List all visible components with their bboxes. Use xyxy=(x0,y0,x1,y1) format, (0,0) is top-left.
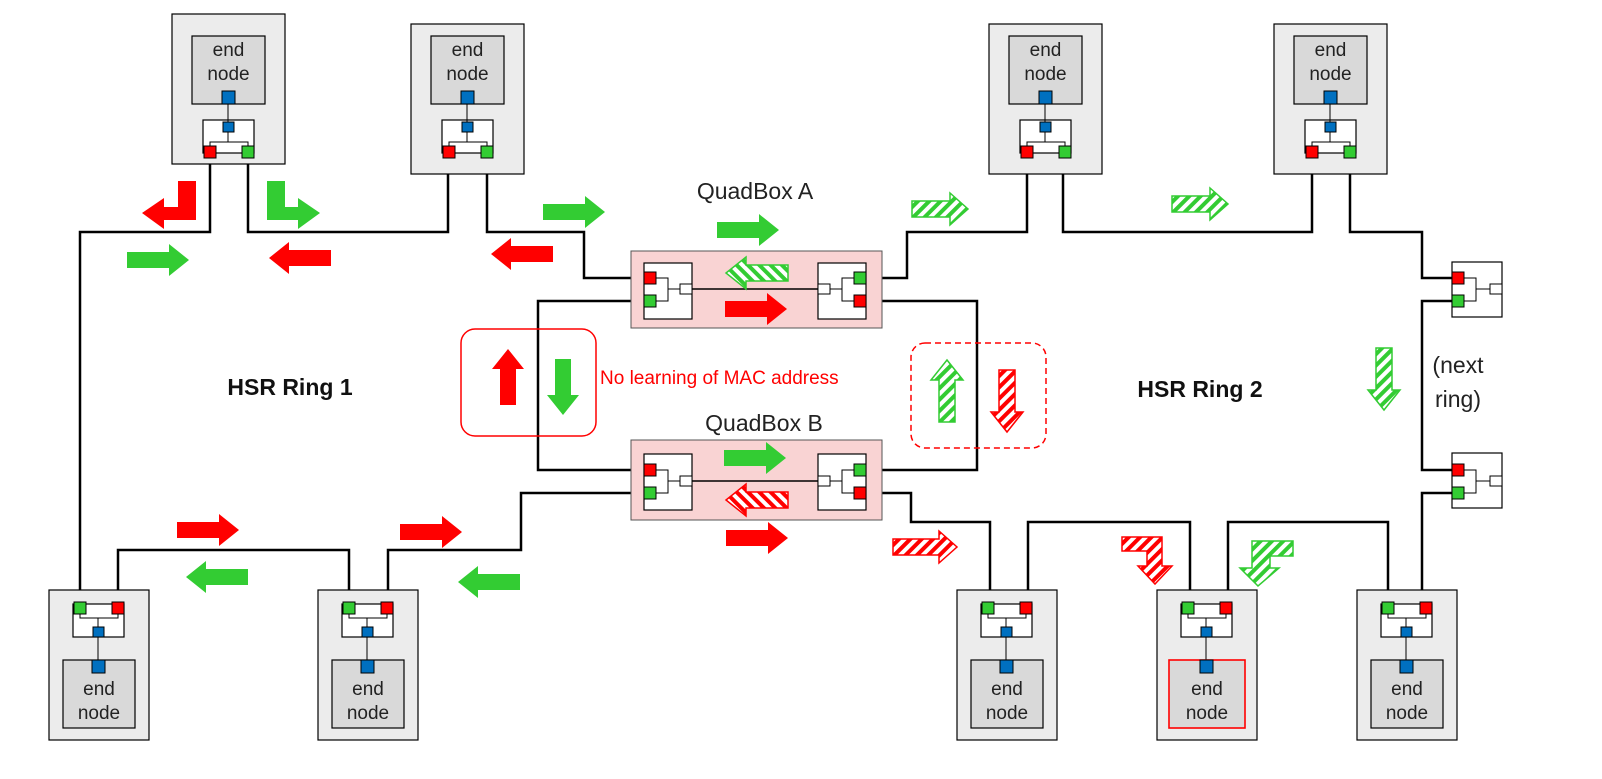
arrow-bent-down-icon xyxy=(1121,536,1174,586)
end-node-label-top: end xyxy=(1315,40,1347,61)
end-node-ring1-top-right: end node xyxy=(410,23,525,175)
ring1-link-top xyxy=(246,152,450,234)
ring-2-links xyxy=(866,152,1458,608)
port-green xyxy=(853,463,867,477)
ring1-link-bottom xyxy=(116,548,351,608)
arrow-right-icon xyxy=(177,514,239,546)
end-node-ring2-bottom-right: end node xyxy=(1356,589,1458,741)
arrow-up-icon xyxy=(929,358,965,423)
no-learning-note: No learning of MAC address xyxy=(600,368,839,389)
end-node-label-top: end xyxy=(1391,679,1423,700)
ring2-link-right-bottom xyxy=(1420,491,1458,608)
port-green xyxy=(1451,486,1465,500)
port-red xyxy=(853,486,867,500)
ring2-link-top xyxy=(1061,152,1314,234)
arrow-right-icon xyxy=(1171,186,1230,222)
end-node-label-top: end xyxy=(352,679,384,700)
ring-2-label: HSR Ring 2 xyxy=(1137,376,1262,402)
ring2-link-right-top xyxy=(1348,152,1458,280)
arrow-right-icon xyxy=(911,191,970,227)
arrow-down-icon xyxy=(989,369,1025,434)
ring2-link-bottom-right xyxy=(1226,520,1390,608)
ring2-link-qba xyxy=(866,152,1029,280)
ring1-link-left xyxy=(78,152,212,608)
end-node-label-bottom: node xyxy=(207,64,249,85)
port-green xyxy=(853,271,867,285)
ring2-link-qbb-qba xyxy=(866,299,979,472)
end-node-label-bottom: node xyxy=(1386,703,1428,724)
arrow-right-icon xyxy=(725,293,787,325)
arrow-left-icon xyxy=(458,566,520,598)
no-learning-box-ring2 xyxy=(910,342,1047,449)
end-node-ring1-bottom-right: end node xyxy=(317,589,419,741)
ring-1-links xyxy=(78,152,652,608)
end-node-ring2-bottom-left: end node xyxy=(956,589,1058,741)
arrow-bent-down-icon xyxy=(1238,540,1294,588)
no-learning-box-ring1 xyxy=(460,328,597,437)
end-node-label-bottom: node xyxy=(1024,64,1066,85)
end-node-label-top: end xyxy=(1030,40,1062,61)
port-red xyxy=(643,271,657,285)
end-node-label-bottom: node xyxy=(1309,64,1351,85)
ring1-link-to-qba xyxy=(485,152,652,280)
quadbox-a-label: QuadBox A xyxy=(697,178,814,204)
end-node-label-top: end xyxy=(83,679,115,700)
port-red xyxy=(1451,463,1465,477)
end-node-ring2-bottom-mid: end node xyxy=(1156,589,1258,741)
arrow-bent-right-icon xyxy=(267,181,320,229)
arrow-right-icon xyxy=(400,516,462,548)
port-green xyxy=(1451,294,1465,308)
arrow-bent-left-icon xyxy=(142,181,196,229)
next-ring-label-line1: (next xyxy=(1432,352,1484,378)
port-red xyxy=(1451,271,1465,285)
end-node-label-bottom: node xyxy=(1186,703,1228,724)
end-node-label-top: end xyxy=(213,40,245,61)
arrow-right-icon xyxy=(717,214,779,246)
ring1-link-qbb xyxy=(386,491,652,608)
port-red xyxy=(643,463,657,477)
ring-1-label: HSR Ring 1 xyxy=(227,374,352,400)
end-node-label-bottom: node xyxy=(347,703,389,724)
port-red xyxy=(853,294,867,308)
arrow-up-icon xyxy=(492,349,524,405)
arrow-right-icon xyxy=(724,442,786,474)
end-node-ring2-top-right: end node xyxy=(1273,23,1388,175)
end-node-ring1-top-left: end node xyxy=(171,13,286,165)
end-node-label-top: end xyxy=(452,40,484,61)
port-green xyxy=(643,486,657,500)
ring2-link-next xyxy=(1420,299,1458,472)
next-ring-connector-top xyxy=(1451,261,1503,318)
arrow-left-icon xyxy=(724,255,789,291)
arrow-down-icon xyxy=(547,359,579,415)
arrow-left-icon xyxy=(269,242,331,274)
next-ring-label-line2: ring) xyxy=(1435,386,1481,412)
end-node-ring1-bottom-left: end node xyxy=(48,589,150,741)
end-node-label-bottom: node xyxy=(78,703,120,724)
ring2-link-bottom-mid xyxy=(1026,520,1192,608)
next-ring-connector-bottom xyxy=(1451,452,1503,509)
end-node-label-top: end xyxy=(991,679,1023,700)
ring2-link-qbb xyxy=(866,491,992,608)
arrow-right-icon xyxy=(726,522,788,554)
arrow-down-icon xyxy=(1366,347,1402,412)
end-node-ring2-top-left: end node xyxy=(988,23,1103,175)
end-node-label-bottom: node xyxy=(986,703,1028,724)
quadbox-b-label: QuadBox B xyxy=(705,410,823,436)
arrow-left-icon xyxy=(491,238,553,270)
traffic-arrows xyxy=(127,181,1402,598)
arrow-right-icon xyxy=(892,529,959,565)
arrow-left-icon xyxy=(186,561,248,593)
end-node-label-top: end xyxy=(1191,679,1223,700)
arrow-left-icon xyxy=(724,482,789,518)
ring1-link-qba-qbb xyxy=(536,299,652,472)
arrow-right-icon xyxy=(127,244,189,276)
end-node-label-bottom: node xyxy=(446,64,488,85)
arrow-right-icon xyxy=(543,196,605,228)
port-green xyxy=(643,294,657,308)
